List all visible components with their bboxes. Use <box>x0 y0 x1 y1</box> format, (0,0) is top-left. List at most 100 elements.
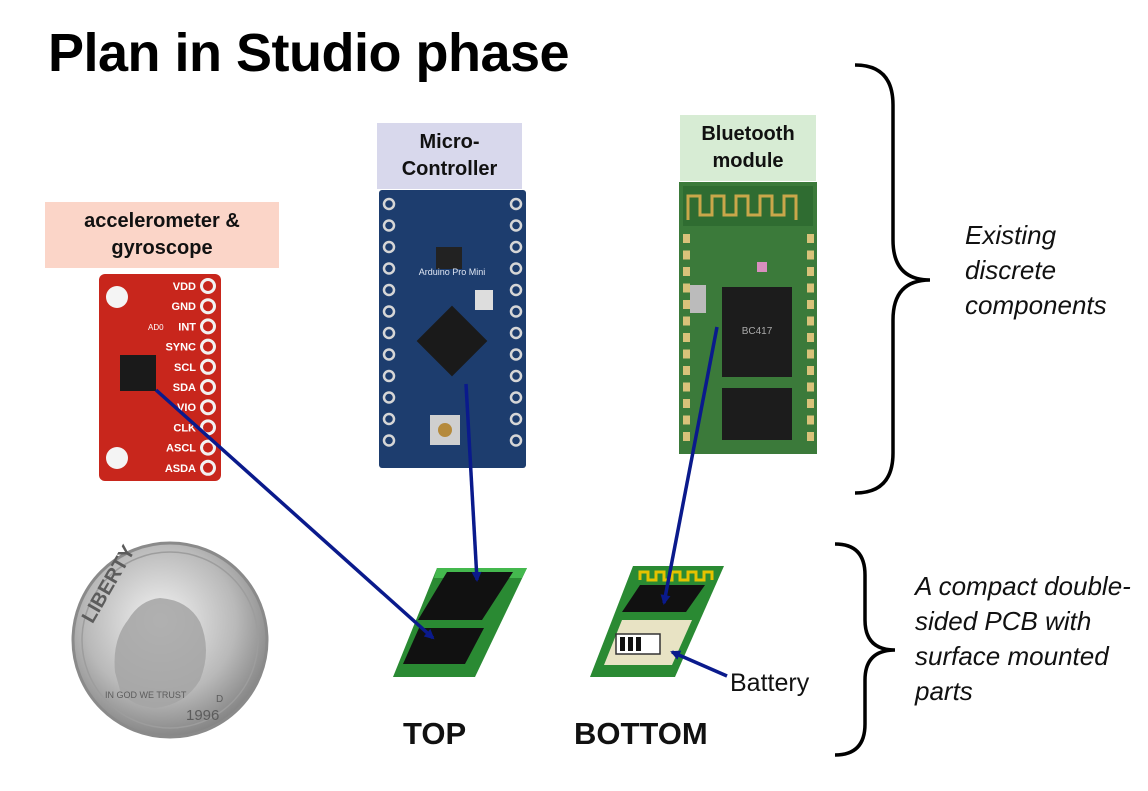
microcontroller-pin-hole <box>382 219 396 232</box>
pcb-bottom <box>590 566 724 677</box>
microcontroller-pin-hole <box>509 369 523 383</box>
microcontroller-pin-hole <box>509 326 523 340</box>
microcontroller-pin-hole <box>382 326 396 340</box>
bluetooth-pad <box>807 432 814 441</box>
bluetooth-pad <box>683 349 690 359</box>
brace-compact <box>834 542 896 757</box>
microcontroller-chip <box>416 305 488 377</box>
bluetooth-pad <box>807 399 814 408</box>
bluetooth-pad <box>683 366 690 375</box>
bluetooth-pad <box>683 250 690 260</box>
accelerometer-pin-hole <box>200 379 216 395</box>
accelerometer-pin-label: INT <box>178 321 196 333</box>
bluetooth-pad <box>807 366 814 375</box>
accelerometer-chip <box>120 355 156 391</box>
microcontroller-pin-hole <box>382 434 396 447</box>
microcontroller-pin-hole <box>509 197 523 211</box>
accelerometer-pin-label: ASCL <box>166 443 196 455</box>
bluetooth-chip-text: BC417 <box>742 326 773 337</box>
accelerometer-pin-label: GND <box>172 301 197 313</box>
microcontroller-pin-hole <box>382 305 396 318</box>
accelerometer-chip-text: AD0 <box>148 323 164 332</box>
microcontroller-pin-hole <box>509 240 523 254</box>
coin-year-text: 1996 <box>186 707 219 724</box>
bluetooth-pad <box>683 267 690 276</box>
microcontroller-pin-hole <box>509 391 523 404</box>
bluetooth-pad <box>683 432 690 441</box>
microcontroller-pin-hole <box>509 348 523 361</box>
microcontroller-pin-hole <box>382 262 396 275</box>
microcontroller-pin-hole <box>509 412 523 426</box>
bluetooth-pad <box>683 415 690 425</box>
accelerometer-pin-hole <box>200 278 216 294</box>
bluetooth-pad <box>683 300 690 309</box>
bluetooth-pad <box>807 415 814 425</box>
annotation-existing: Existing discrete components <box>965 220 1107 320</box>
bluetooth-pad <box>683 382 690 392</box>
bluetooth-pad <box>807 267 814 276</box>
microcontroller-pin-hole <box>509 219 523 232</box>
arrow-mcu-to-top <box>464 383 482 582</box>
bluetooth-pad <box>683 234 690 243</box>
accelerometer-pin-label: SCL <box>174 362 196 374</box>
bluetooth-pad <box>683 316 690 326</box>
bluetooth-pad <box>807 234 814 243</box>
bluetooth-pad <box>807 333 814 342</box>
microcontroller-pin-hole <box>382 348 396 361</box>
accelerometer-pin-label: VDD <box>173 281 196 293</box>
microcontroller-pin-hole <box>382 369 396 383</box>
bluetooth-pad <box>683 333 690 342</box>
bluetooth-chip <box>722 287 792 377</box>
microcontroller-pin-hole <box>382 197 396 211</box>
pcb-top-label: TOP <box>403 716 467 751</box>
bluetooth-pad <box>807 283 814 293</box>
pcb-bottom-label: BOTTOM <box>574 716 708 751</box>
coin-motto-text: IN GOD WE TRUST <box>105 690 187 700</box>
bluetooth-label: Bluetooth module <box>680 115 816 181</box>
arrow-accelerometer-to-top <box>154 388 435 640</box>
microcontroller-pin-hole <box>509 283 523 297</box>
microcontroller-pin-holes <box>382 197 523 447</box>
accelerometer-pin-label: ASDA <box>165 463 196 475</box>
accelerometer-pin-hole <box>200 338 216 355</box>
bluetooth-pad <box>807 300 814 309</box>
accelerometer-pin-hole <box>200 318 216 335</box>
brace-existing <box>854 63 931 495</box>
microcontroller-pin-hole <box>382 412 396 426</box>
microcontroller-label: Micro-Controller <box>377 123 522 189</box>
arrow-bluetooth-to-bottom <box>660 326 719 605</box>
bluetooth-pad <box>807 316 814 326</box>
bluetooth-pad <box>683 283 690 293</box>
accelerometer-label: accelerometer & gyroscope <box>45 202 279 268</box>
microcontroller-board-text: Arduino Pro Mini <box>419 267 486 277</box>
accelerometer-pin-label: CLK <box>173 422 196 434</box>
arrow-battery <box>670 650 728 678</box>
microcontroller-pin-hole <box>382 391 396 404</box>
bluetooth-pad <box>807 250 814 260</box>
coin-mint-text: D <box>216 694 223 705</box>
connector-arrows <box>154 326 728 678</box>
dime-coin: LIBERTY IN GOD WE TRUST 1996 D <box>71 541 269 739</box>
accelerometer-pin-label: SYNC <box>165 342 196 354</box>
microcontroller-board: Arduino Pro Mini <box>379 190 526 468</box>
accelerometer-pin-label: SDA <box>173 382 196 394</box>
microcontroller-pin-hole <box>382 240 396 254</box>
microcontroller-pin-hole <box>509 262 523 275</box>
accelerometer-pin-hole <box>200 439 216 456</box>
accelerometer-pin-hole <box>200 419 216 436</box>
pcb-top-chip-upper <box>418 572 513 620</box>
accelerometer-pin-hole <box>200 459 216 476</box>
annotation-compact: A compact double-sided PCB with surface … <box>915 571 1131 706</box>
accelerometer-pin-hole <box>200 399 216 416</box>
pcb-top-chip-lower <box>403 628 484 664</box>
bluetooth-pad <box>683 399 690 408</box>
battery-label: Battery <box>730 669 810 697</box>
bluetooth-side-pads <box>683 234 814 441</box>
page-title: Plan in Studio phase <box>48 23 570 83</box>
bluetooth-pad <box>807 382 814 392</box>
accelerometer-pin-hole <box>200 298 216 315</box>
microcontroller-pin-hole <box>382 283 396 297</box>
